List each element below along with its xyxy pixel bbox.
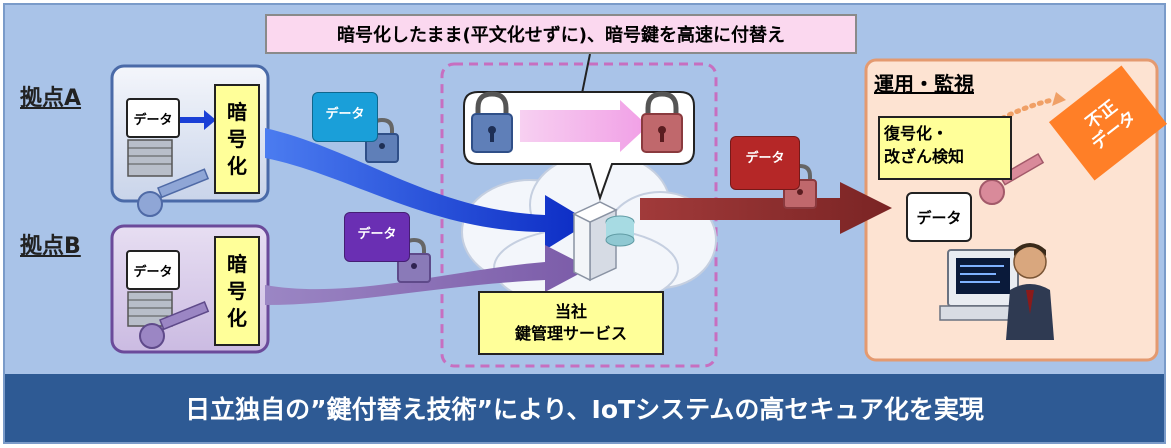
encrypt-char: 暗 — [227, 251, 247, 276]
arrow-encrypt-a — [180, 110, 216, 130]
arrow-output — [640, 182, 892, 234]
encrypt-char: 化 — [227, 153, 247, 178]
site-b-encrypt-box: 暗 号 化 — [214, 236, 260, 346]
key-management-service-box: 当社 鍵管理サービス — [478, 291, 664, 355]
operator-icon — [939, 243, 1054, 340]
lock-icon — [641, 91, 683, 153]
server-icon — [127, 139, 173, 177]
site-a-data: データ — [126, 98, 180, 138]
swap-arrow — [520, 100, 648, 152]
site-a-label: 拠点A — [20, 86, 82, 111]
site-b-label: 拠点B — [20, 234, 81, 259]
encrypt-char: 号 — [227, 126, 247, 151]
decrypt-line-1: 復号化・ — [884, 124, 949, 143]
service-line-2: 鍵管理サービス — [514, 324, 627, 343]
reencrypted-data-tag: データ — [730, 136, 800, 190]
service-line-1: 当社 — [554, 301, 587, 321]
server-icon — [572, 201, 635, 282]
operations-data: データ — [906, 192, 972, 242]
summary-banner: 日立独自の”鍵付替え技術”により、IoTシステムの高セキュア化を実現 — [5, 374, 1164, 442]
encrypt-char: 化 — [227, 305, 247, 330]
key-icon — [137, 168, 210, 217]
encrypt-char: 号 — [227, 278, 247, 303]
site-b-data-tag: データ — [344, 212, 410, 262]
decrypt-verify-box: 復号化・ 改ざん検知 — [878, 116, 1012, 180]
encrypt-char: 暗 — [227, 99, 247, 124]
decrypt-line-2: 改ざん検知 — [884, 147, 965, 167]
site-a-data-tag: データ — [312, 92, 378, 142]
site-b-data: データ — [126, 250, 180, 290]
arrow-site-a — [265, 128, 590, 250]
tamper-arrow-head — [1052, 92, 1066, 106]
key-swap-note: 暗号化したまま(平文化せずに)、暗号鍵を高速に付替え — [265, 14, 857, 54]
site-a-encrypt-box: 暗 号 化 — [214, 84, 260, 194]
key-icon — [139, 301, 210, 349]
lock-icon — [471, 91, 513, 153]
arrow-site-b — [265, 245, 590, 305]
operations-title: 運用・監視 — [874, 72, 974, 96]
